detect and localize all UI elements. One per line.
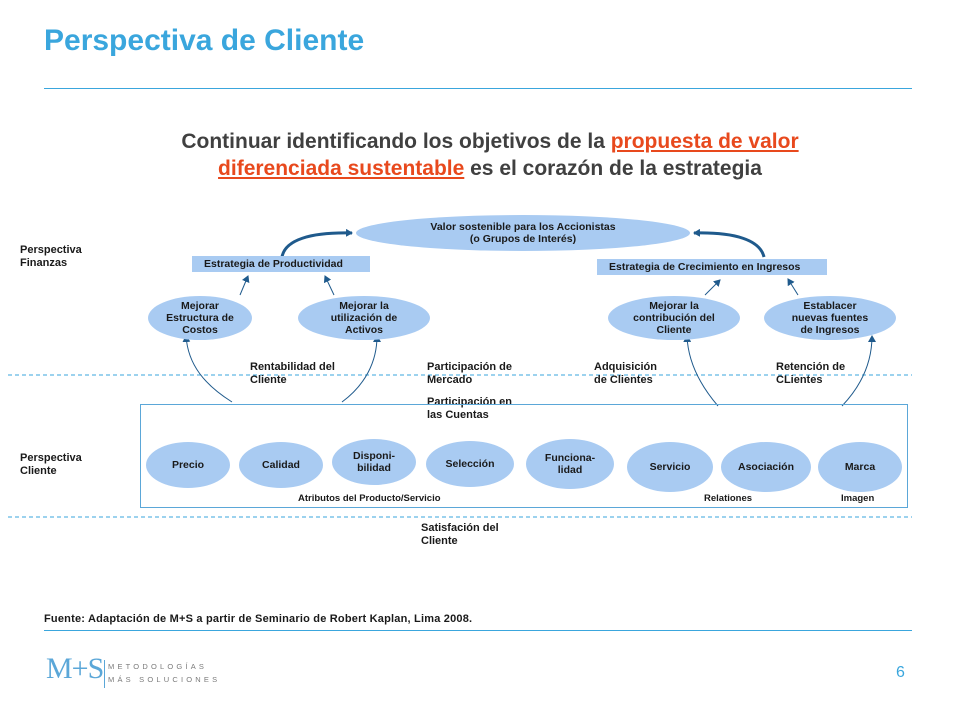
- page-number: 6: [896, 664, 905, 681]
- subtitle-pre: Continuar identificando los objetivos de…: [181, 130, 611, 153]
- outcome-participacion-cuentas: Participación en las Cuentas: [427, 396, 512, 421]
- attribute-calidad: Calidad: [239, 442, 323, 488]
- outcome-retencion: Retención de CLientes: [776, 361, 846, 386]
- title-rule: [44, 88, 912, 89]
- outcome-rentabilidad: Rentabilidad del Cliente: [250, 361, 335, 386]
- arrow-adquisicion: [683, 335, 719, 407]
- arrow-productividad-to-goal: [280, 228, 353, 258]
- perspective-finanzas-label: Perspectiva Finanzas: [20, 244, 82, 269]
- logo-tagline-1: METODOLOGÍAS: [108, 662, 208, 671]
- objective-utilizacion-activos: Mejorar la utilización de Activos: [298, 296, 430, 340]
- subtitle-highlight-2: diferenciada sustentable: [218, 157, 465, 180]
- source-note: Fuente: Adaptación de M+S a partir de Se…: [44, 613, 473, 625]
- objective-contribucion-cliente: Mejorar la contribución del Cliente: [608, 296, 740, 340]
- logo-tagline-2: MÁS SOLUCIONES: [108, 675, 221, 684]
- subtitle-post: es el corazón de la estrategia: [464, 157, 762, 180]
- arrow-costos: [239, 275, 250, 296]
- group-label-imagen: Imagen: [841, 493, 875, 504]
- attribute-seleccion: Selección: [426, 441, 514, 487]
- company-logo: M+S: [46, 652, 104, 685]
- objective-nuevas-fuentes: Establacer nuevas fuentes de Ingresos: [764, 296, 896, 340]
- attribute-servicio: Servicio: [627, 442, 713, 492]
- arrow-fuentes: [787, 278, 799, 296]
- arrow-contribucion: [704, 279, 721, 296]
- subtitle-highlight-1: propuesta de valor: [610, 130, 799, 153]
- attribute-marca: Marca: [818, 442, 902, 492]
- outcome-satisfaccion: Satisfación del Cliente: [421, 522, 499, 547]
- attribute-funcionalidad: Funciona- lidad: [526, 439, 614, 489]
- page-title: Perspectiva de Cliente: [44, 24, 365, 57]
- outcome-adquisicion: Adquisición de Clientes: [594, 361, 657, 386]
- attribute-disponibilidad: Disponi- bilidad: [332, 439, 416, 485]
- strategy-productividad: Estrategia de Productividad: [192, 256, 370, 272]
- group-label-relaciones: Relationes: [704, 493, 753, 504]
- attribute-asociacion: Asociación: [721, 442, 811, 492]
- attribute-precio: Precio: [146, 442, 230, 488]
- customer-value-proposition-box: [140, 404, 908, 508]
- footer-rule: [44, 630, 912, 631]
- logo-divider: [104, 660, 105, 688]
- strategy-crecimiento: Estrategia de Crecimiento en Ingresos: [597, 259, 827, 275]
- page-subtitle: Continuar identificando los objetivos de…: [60, 128, 920, 182]
- arrow-activos: [323, 275, 335, 296]
- objective-estructura-costos: Mejorar Estructura de Costos: [148, 296, 252, 340]
- group-label-producto: Atributos del Producto/Servicio: [298, 493, 441, 504]
- goal-shareholder-value: Valor sostenible para los Accionistas (o…: [356, 215, 690, 251]
- arrow-rentabilidad-left: [182, 335, 233, 403]
- perspective-cliente-label: Perspectiva Cliente: [20, 452, 82, 477]
- arrow-rentabilidad-right: [341, 335, 381, 403]
- arrow-retencion: [841, 335, 876, 407]
- outcome-participacion-mercado: Participación de Mercado: [427, 361, 512, 386]
- arrow-crecimiento-to-goal: [693, 228, 766, 258]
